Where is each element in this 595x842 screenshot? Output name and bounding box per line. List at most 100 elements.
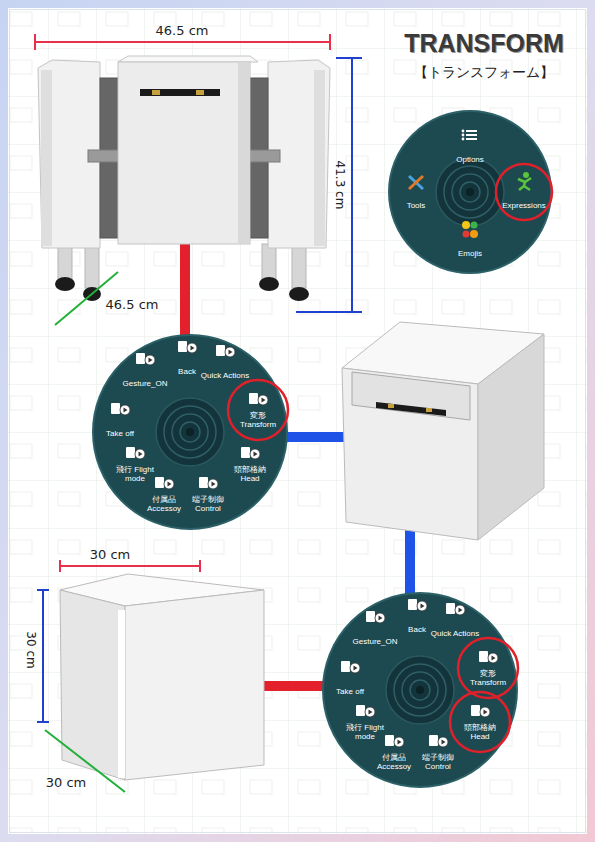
robot-joint: [250, 150, 280, 162]
robot-slot-mark: [152, 90, 160, 95]
menu-item-label: Back: [178, 368, 196, 377]
dimension-label-holder: 30 cm: [24, 631, 38, 668]
play-button: [250, 449, 260, 459]
expressions-icon: [518, 178, 531, 190]
options-icon-dot: [462, 138, 465, 141]
menu-item-label: 頭部格納 Head: [454, 724, 506, 742]
menu-item-label: 飛行 Flight mode: [339, 724, 391, 742]
action-icon: [136, 353, 145, 364]
menu-item-label: 端子制御 Control: [182, 496, 234, 514]
action-icon: [126, 447, 135, 458]
action-icon: [408, 599, 417, 610]
menu-disc-face: [93, 335, 287, 529]
play-triangle: [191, 346, 195, 351]
menu-item-label: Gesture_ON: [353, 638, 398, 647]
action-icon: [241, 447, 250, 458]
head-slot: [376, 402, 446, 416]
robot-leg: [85, 244, 99, 288]
robot-leg: [58, 244, 72, 280]
robot-body-top: [118, 56, 258, 62]
menu-center: [386, 656, 454, 724]
play-triangle: [254, 452, 258, 457]
dimension-tick: [59, 560, 61, 572]
menu-disc-group: [93, 335, 288, 529]
options-icon-line: [466, 138, 477, 140]
options-icon-line: [466, 130, 477, 132]
menu-item: 付属品 Accessoy: [368, 754, 420, 773]
expressions-icon: [523, 172, 529, 178]
emoji-icon: [463, 231, 470, 238]
action-icon: [155, 477, 164, 488]
play-button: [135, 449, 145, 459]
action-icon: [471, 705, 480, 716]
menu-center-ring: [172, 414, 208, 450]
dimension-label: 46.5 cm: [156, 23, 209, 38]
play-button: [394, 737, 404, 747]
menu-center-ring: [452, 174, 488, 210]
menu-item: 飛行 Flight mode: [339, 724, 391, 743]
dimension-label-holder: 41.3 cm: [333, 161, 347, 210]
action-icon: [446, 603, 455, 614]
head-band: [352, 372, 470, 420]
play-triangle: [168, 482, 172, 487]
dimension-line: [60, 565, 200, 567]
page-frame: [4, 4, 591, 838]
menu-item: 端子制御 Control: [412, 754, 464, 773]
menu-center-dot: [416, 686, 424, 694]
dimension-label-holder: 30 cm: [46, 775, 87, 790]
menu-item-label: Options: [456, 156, 484, 165]
menu-item-label: 変形 Transform: [462, 670, 514, 688]
robot-arm-shade: [41, 70, 52, 246]
options-icon-dot: [462, 130, 465, 133]
menu-item: Take off: [94, 422, 146, 440]
page-frame-inner: [10, 10, 586, 833]
play-button: [350, 663, 360, 673]
cube-left: [60, 590, 125, 780]
play-triangle: [379, 616, 383, 621]
play-triangle: [421, 604, 425, 609]
subtitle-label: 【トランスフォーム】: [414, 64, 554, 82]
dimension-label: 30 cm: [90, 547, 131, 562]
play-triangle: [354, 666, 358, 671]
menu-item: Quick Actions: [199, 364, 251, 382]
menu-item-label: Emojis: [458, 250, 482, 259]
menu-center: [156, 398, 224, 466]
dimension-label: 41.3 cm: [333, 161, 347, 210]
options-icon-dot: [462, 134, 465, 137]
action-icon: [199, 477, 208, 488]
menu-item-label: 頭部格納 Head: [224, 466, 276, 484]
blue-link-bar: [405, 530, 415, 596]
head-slot-mark: [388, 404, 394, 408]
radial-menu: BackGesture_ONQuick ActionsTake off変形 Tr…: [322, 592, 518, 788]
blue-link-bar: [284, 432, 346, 442]
menu-center-ring: [444, 166, 496, 218]
menu-disc-face: [389, 111, 551, 273]
menu-item-label: Back: [408, 626, 426, 635]
dimension-label: 46.5 cm: [106, 297, 159, 312]
dimension-label: 30 cm: [46, 775, 87, 790]
action-icon: [111, 403, 120, 414]
menu-item: Quick Actions: [429, 622, 481, 640]
action-icon: [178, 341, 187, 352]
play-triangle: [149, 358, 153, 363]
radial-menu: BackGesture_ONQuick ActionsTake off変形 Tr…: [92, 334, 288, 530]
action-icon: [479, 651, 488, 662]
menu-item: Gesture_ON: [119, 372, 171, 390]
play-button: [417, 601, 427, 611]
menu-item: 飛行 Flight mode: [109, 466, 161, 485]
tools-icon: [409, 176, 423, 189]
menu-item-label: 端子制御 Control: [412, 754, 464, 772]
dimension-label-holder: 30 cm: [90, 547, 131, 562]
subtitle-label-holder: 【トランスフォーム】: [414, 64, 554, 82]
robot-leg: [262, 244, 276, 280]
cube-edge-highlight: [118, 610, 125, 778]
menu-item: Gesture_ON: [349, 630, 401, 648]
highlight-ring: [228, 380, 288, 440]
play-triangle: [262, 398, 266, 403]
dimension-tick: [336, 57, 362, 59]
head-slot-mark: [426, 408, 432, 412]
tools-icon: [409, 176, 423, 189]
